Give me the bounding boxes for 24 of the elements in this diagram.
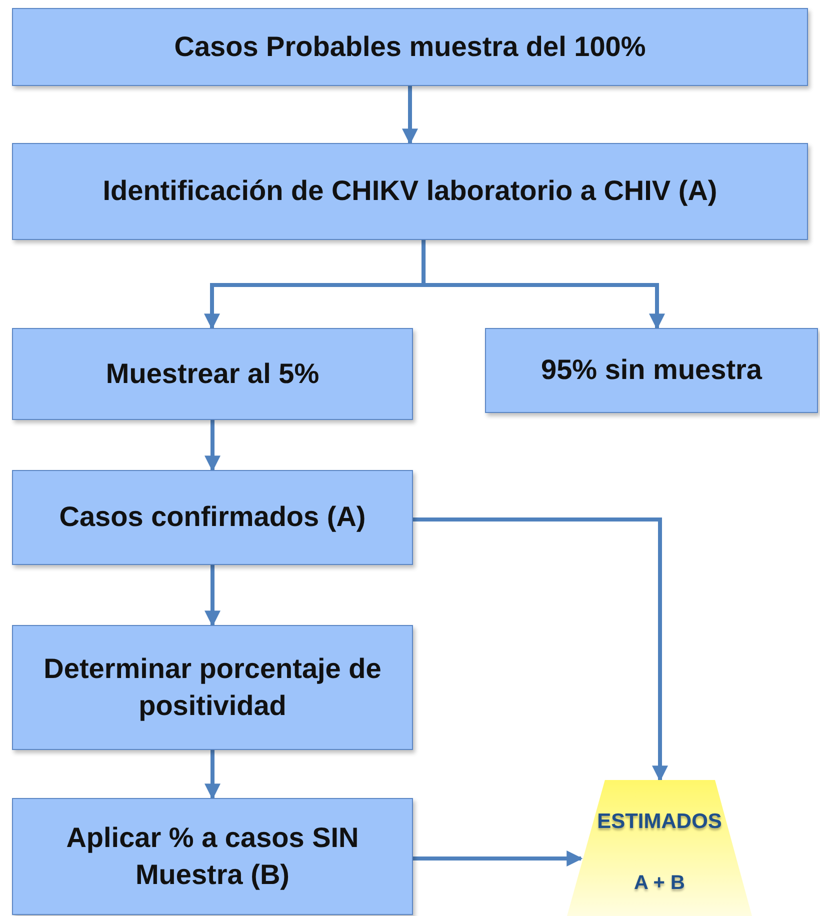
process-box	[12, 8, 808, 86]
trapezoid-shape	[567, 780, 752, 916]
box-label: Identificación de CHIKV laboratorio a CHIV (A)	[102, 175, 718, 206]
process-box	[12, 143, 808, 240]
arrow	[422, 240, 665, 330]
shape-label: ESTIMADOS	[597, 810, 722, 834]
process-box	[12, 625, 413, 750]
box-label: 95% sin muestra	[541, 354, 762, 386]
box-label: Casos confirmados (A)	[59, 501, 366, 532]
arrow	[413, 518, 668, 782]
arrow	[402, 86, 418, 145]
box-label: Casos Probables muestra del 100%	[174, 30, 646, 62]
box-label: Determinar porcentaje de positividad	[44, 653, 382, 720]
arrow	[413, 850, 583, 866]
formula-text: A + B	[634, 872, 685, 895]
arrow	[204, 565, 220, 627]
process-box	[12, 328, 413, 420]
box-label: Muestrear al 5%	[106, 358, 320, 389]
box-label: Aplicar % a casos SIN Muestra (B)	[66, 822, 359, 890]
process-box	[12, 798, 413, 915]
process-box	[12, 470, 413, 565]
arrow	[204, 750, 220, 800]
process-box	[485, 328, 818, 413]
arrow	[204, 420, 220, 472]
